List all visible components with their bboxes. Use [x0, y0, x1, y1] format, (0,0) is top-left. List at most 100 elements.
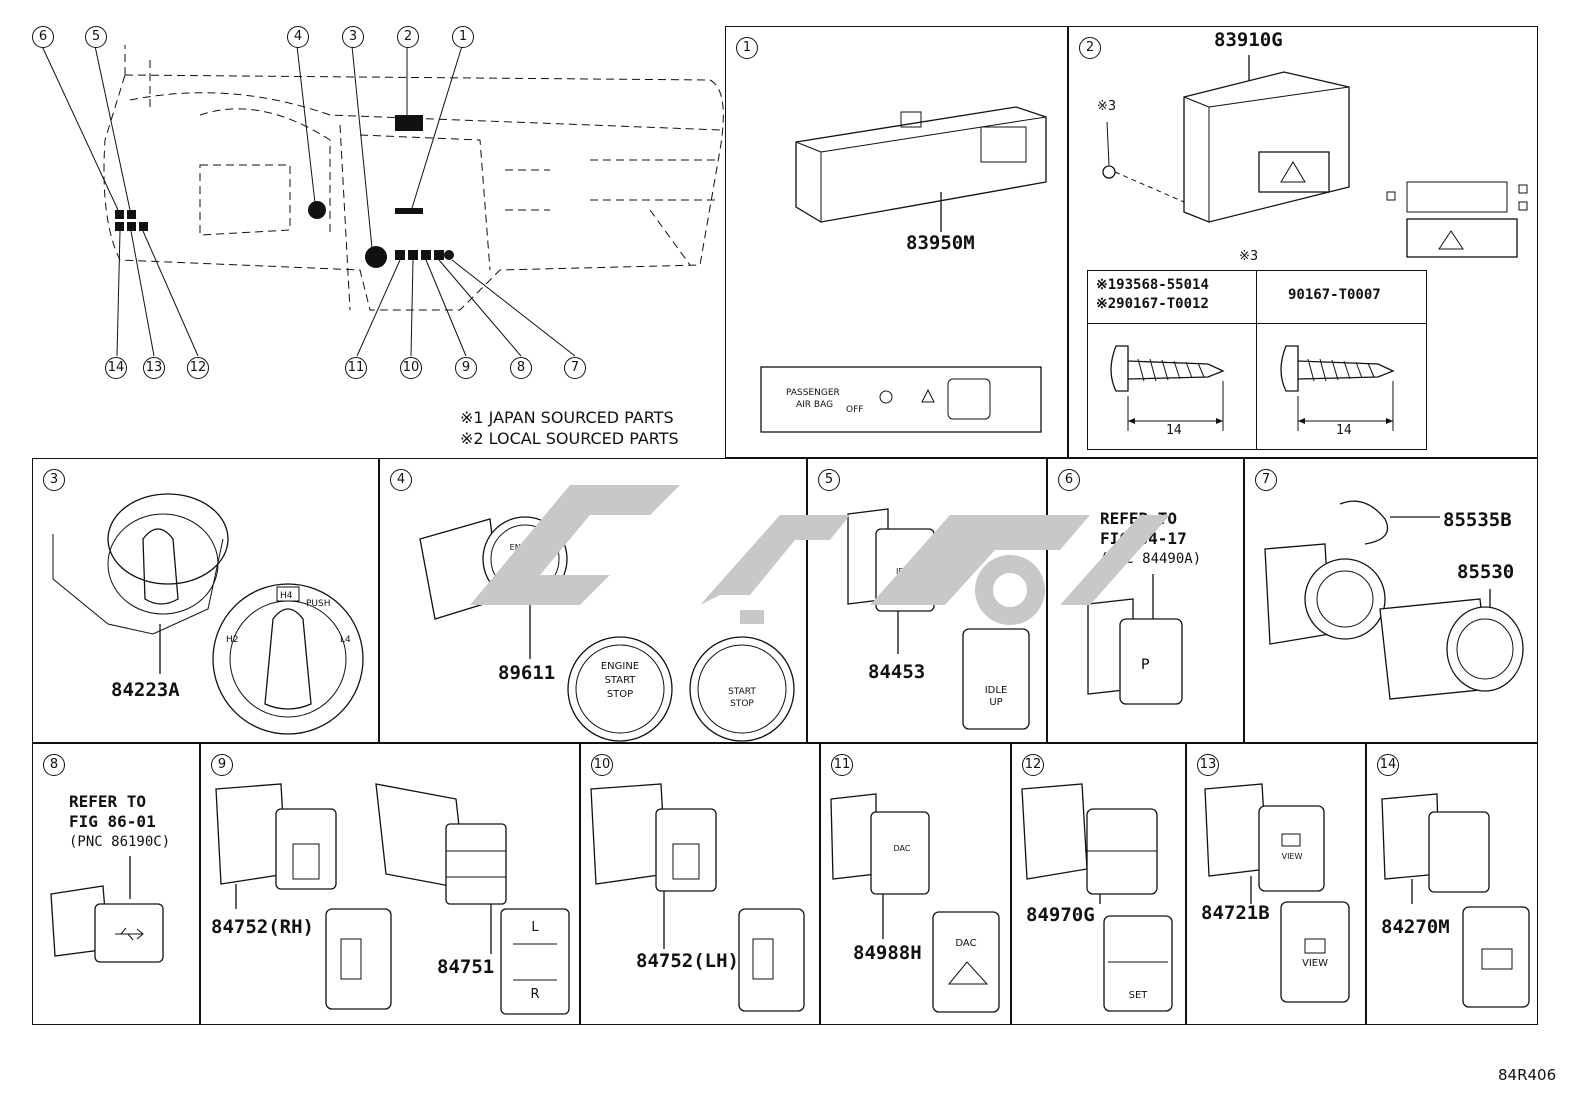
screw-drawings — [1110, 345, 1395, 431]
panel-6: 6 REFER TO FIG 84-17 (PNC 84490A) P — [1047, 458, 1244, 743]
crawl-control-switch-drawing — [1021, 783, 1173, 1012]
panel-number: 12 — [1022, 754, 1044, 776]
button-face-engine-text: ENGINE — [600, 661, 640, 672]
part-number-85535B: 85535B — [1443, 509, 1512, 531]
view-text: VIEW — [1302, 958, 1328, 969]
callout-5: 5 — [85, 26, 107, 48]
panel-3: 3 H4 H2 L4 PUSH 84223A — [32, 458, 379, 743]
airbag-indicator-drawing: PASSENGER AIR BAG OFF — [760, 106, 1047, 433]
panel-13: 13 VIEW VIEW 84721B — [1186, 743, 1366, 1025]
dac-text-small: DAC — [893, 844, 911, 853]
callout-3: 3 — [342, 26, 364, 48]
mode-h2-text: H2 — [226, 635, 239, 645]
callout-4: 4 — [287, 26, 309, 48]
part-number-84970G: 84970G — [1026, 904, 1095, 926]
dac-text: DAC — [955, 938, 977, 949]
callout-9: 9 — [455, 357, 477, 379]
panel-number: 3 — [43, 469, 65, 491]
panel-number: 1 — [736, 37, 758, 59]
panel-number: 10 — [591, 754, 613, 776]
button-gr-stop-text: STOP — [730, 699, 754, 709]
seat-heater-switch-drawing — [215, 783, 570, 1015]
parking-sensor-switch-drawing: P — [1087, 574, 1183, 705]
panel-4: 4 ENGINE START STOP ENGINE START STOP ST… — [379, 458, 807, 743]
dac-switch-drawing — [830, 793, 1000, 1013]
panel-10: 10 84752(LH) — [580, 743, 820, 1025]
seat-heat-L-label: L — [531, 920, 539, 935]
button-face-start-text: START — [604, 675, 636, 686]
mark-3-top: ※3 — [1097, 99, 1117, 114]
refer-to-note: REFER TO FIG 86-01 (PNC 86190C) — [69, 792, 170, 852]
panel-8: 8 REFER TO FIG 86-01 (PNC 86190C) — [32, 743, 200, 1025]
power-outlet-drawing — [1264, 500, 1524, 700]
diagram-code: 84R406 — [1498, 1066, 1557, 1084]
panel-number: 2 — [1079, 37, 1101, 59]
rear-defog-switch-drawing — [1381, 793, 1530, 1008]
panel-11: 11 DAC DAC 84988H — [820, 743, 1011, 1025]
camera-view-switch-drawing — [1204, 783, 1350, 1003]
callout-1: 1 — [452, 26, 474, 48]
button-start-text: START — [512, 555, 538, 564]
panel-number: 4 — [390, 469, 412, 491]
button-stop-text: STOP — [514, 567, 536, 576]
button-gr-start-text: START — [728, 687, 756, 697]
park-p-icon: P — [1141, 657, 1149, 673]
up-text: UP — [989, 697, 1003, 708]
part-number-84751: 84751 — [437, 956, 495, 978]
dashboard-overview: 6 5 4 3 2 1 14 13 12 11 10 9 8 7 ※1 JAPA… — [30, 20, 724, 450]
screw-table-divider — [1256, 271, 1258, 449]
callout-13: 13 — [143, 357, 165, 379]
panel-number: 6 — [1058, 469, 1080, 491]
callout-11: 11 — [345, 357, 367, 379]
airbag-text: AIR BAG — [796, 400, 833, 410]
part-number-84752RH: 84752(RH) — [211, 916, 314, 938]
usb-port-drawing — [50, 856, 164, 963]
view-text-small: VIEW — [1281, 852, 1303, 861]
airbag-passenger-text: PASSENGER — [786, 388, 840, 398]
mode-h4-text: H4 — [280, 591, 293, 601]
screw-length-2: 14 — [1336, 423, 1352, 438]
set-text: SET — [1128, 990, 1148, 1001]
screw-part-1: ※193568-55014 — [1096, 277, 1209, 293]
panel-14: 14 84270M — [1366, 743, 1538, 1025]
panel-9: 9 L R 84752(RH) 84751 — [200, 743, 580, 1025]
hazard-switch-drawing — [1102, 55, 1528, 258]
screw-part-3: 90167-T0007 — [1288, 287, 1381, 303]
idle-text-small: IDLE — [895, 567, 915, 576]
panel-number: 8 — [43, 754, 65, 776]
screw-length-1: 14 — [1166, 423, 1182, 438]
part-number-85530: 85530 — [1457, 561, 1515, 583]
dashboard-outline-drawing — [41, 45, 724, 357]
part-number-84223A: 84223A — [111, 679, 180, 701]
refer-to-line-2: FIG 86-01 — [69, 812, 156, 831]
up-text-small: UP — [899, 577, 911, 586]
callout-10: 10 — [400, 357, 422, 379]
part-number-83950M: 83950M — [906, 232, 975, 254]
callout-12: 12 — [187, 357, 209, 379]
part-number-84721B: 84721B — [1201, 902, 1270, 924]
part-number-84752LH: 84752(LH) — [636, 950, 739, 972]
part-number-84988H: 84988H — [853, 942, 922, 964]
part-number-83910G: 83910G — [1214, 29, 1283, 51]
screw-table: ※193568-55014 ※290167-T0012 90167-T0007 … — [1087, 270, 1427, 450]
panel-7: 7 85535B 85530 — [1244, 458, 1538, 743]
panel-number: 14 — [1377, 754, 1399, 776]
panel-2: 2 83910G ※3 ※3 ※193568-55014 ※290167-T00… — [1068, 26, 1538, 458]
part-number-89611: 89611 — [498, 662, 556, 684]
part-number-84270M: 84270M — [1381, 916, 1450, 938]
callout-6: 6 — [32, 26, 54, 48]
panel-12: 12 SET 84970G — [1011, 743, 1186, 1025]
panel-number: 5 — [818, 469, 840, 491]
mark-3-bottom: ※3 — [1239, 249, 1259, 264]
4wd-selector-drawing: H4 H2 L4 PUSH — [52, 493, 364, 735]
panel-5: 5 IDLE UP IDLE UP 84453 — [807, 458, 1047, 743]
part-number-84453: 84453 — [868, 661, 926, 683]
refer-to-line-1: REFER TO — [69, 792, 147, 811]
seat-heat-R-label: R — [530, 987, 540, 1002]
callout-7: 7 — [564, 357, 586, 379]
refer-to-pnc: (PNC 86190C) — [69, 834, 171, 850]
note-japan-sourced: ※1 JAPAN SOURCED PARTS — [460, 408, 674, 427]
mode-l4-text: L4 — [340, 635, 351, 645]
callout-8: 8 — [510, 357, 532, 379]
airbag-off-text: OFF — [846, 405, 863, 415]
